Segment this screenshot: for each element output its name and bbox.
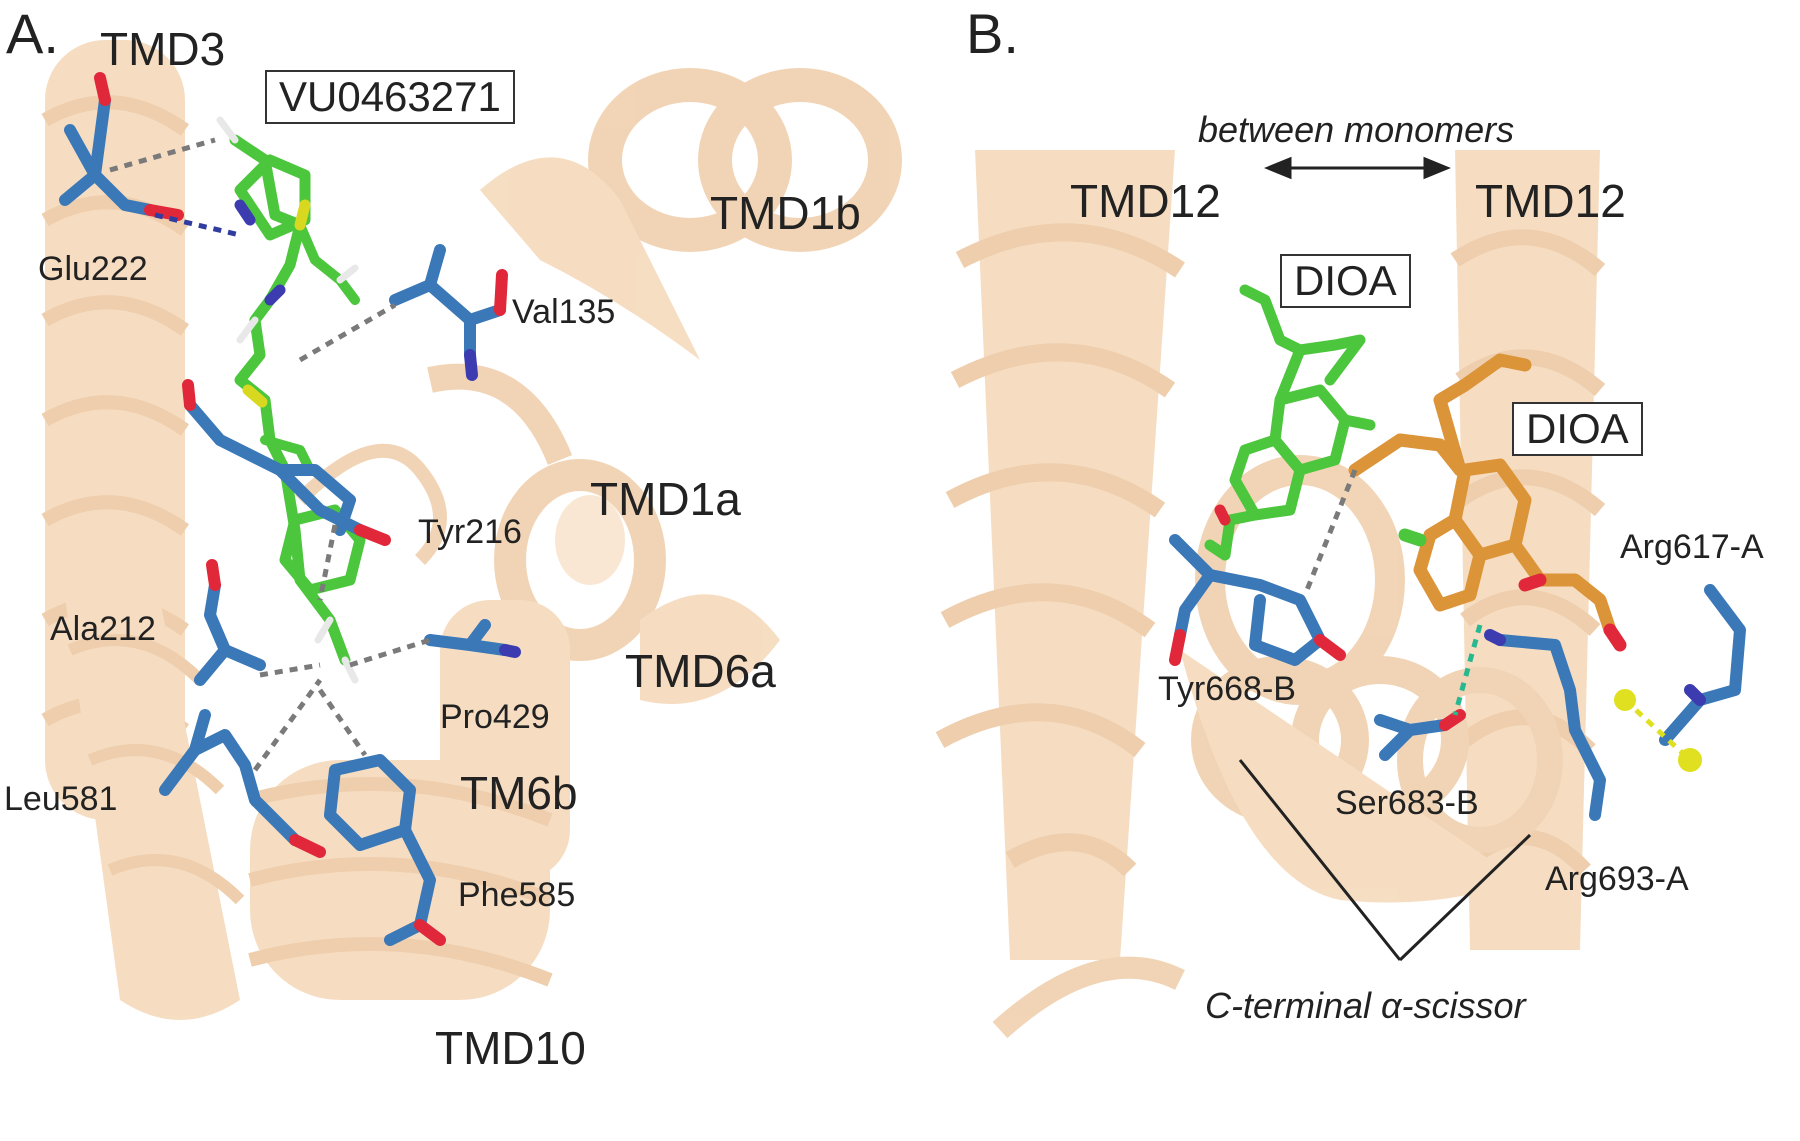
helix-label-tm6b: TM6b [460,767,578,819]
residue-label-ala212: Ala212 [50,610,156,648]
helix-label-tmd10: TMD10 [435,1022,586,1074]
residue-ala212 [194,579,266,686]
residue-arg693-a [1494,634,1606,821]
residue-label-tyr668-b: Tyr668-B [1158,670,1296,708]
residue-label-arg693-a: Arg693-A [1545,860,1689,898]
ligand-label-vu0463271: VU0463271 [265,70,515,124]
residue-arg617-a [1659,584,1746,746]
panel-b-helices [935,150,1606,1039]
scissor-lines [1238,759,1532,962]
residue-ser683-b [1374,714,1451,761]
helix-label-tmd1b: TMD1b [710,187,861,239]
ligand-dioa-green [1204,284,1376,561]
helix-label-tmd3: TMD3 [100,23,226,75]
residue-glu222 [59,94,156,216]
annotation-between-monomers: between monomers [1198,109,1515,150]
helix-tmd6a [440,594,780,880]
loop-a [295,443,447,565]
between-monomers-arrow [1264,156,1451,180]
residue-phe585 [324,754,436,946]
residue-label-leu581: Leu581 [4,780,118,818]
panel-a-label: A. [6,2,59,65]
residue-label-arg617-a: Arg617-A [1620,528,1764,566]
contacts-panel-b [1302,469,1692,762]
ligand-label-dioa-1: DIOA [1280,254,1411,308]
ligand-vu0463271 [216,116,366,684]
helix-lower-left [60,555,245,1020]
residue-val135 [389,244,506,361]
residue-leu581 [159,709,301,846]
residue-label-val135: Val135 [512,293,616,331]
contacts-panel-a [109,137,431,772]
helix-tmd1b [480,68,902,360]
helix-tmd12-right [1450,150,1606,950]
helix-tmd12-left [935,150,1185,960]
residue-label-pro429: Pro429 [440,698,550,736]
panel-b-label: B. [966,2,1019,65]
residue-label-phe585: Phe585 [458,876,576,914]
residues-panel-b [1169,534,1746,821]
helix-label-tmd1a: TMD1a [590,473,741,525]
residue-label-tyr216: Tyr216 [418,513,522,551]
residue-tyr668-b [1169,534,1326,666]
residue-tyr216 [184,399,366,536]
ligand-label-dioa-2: DIOA [1512,402,1643,456]
annotation-c-terminal-scissor: C-terminal α-scissor [1205,985,1526,1026]
helix-tmd10 [248,760,553,1000]
residue-label-glu222: Glu222 [38,250,148,288]
panel-a-helices [41,40,902,1020]
ligand-dioa-orange [1348,353,1627,652]
residue-label-ser683-b: Ser683-B [1335,784,1479,822]
residues-panel-a [59,72,521,946]
helix-label-tmd12-left: TMD12 [1070,175,1221,227]
helix-label-tmd6a: TMD6a [625,645,776,697]
helix-label-tmd12-right: TMD12 [1475,175,1626,227]
helix-tmd1a [427,363,666,661]
